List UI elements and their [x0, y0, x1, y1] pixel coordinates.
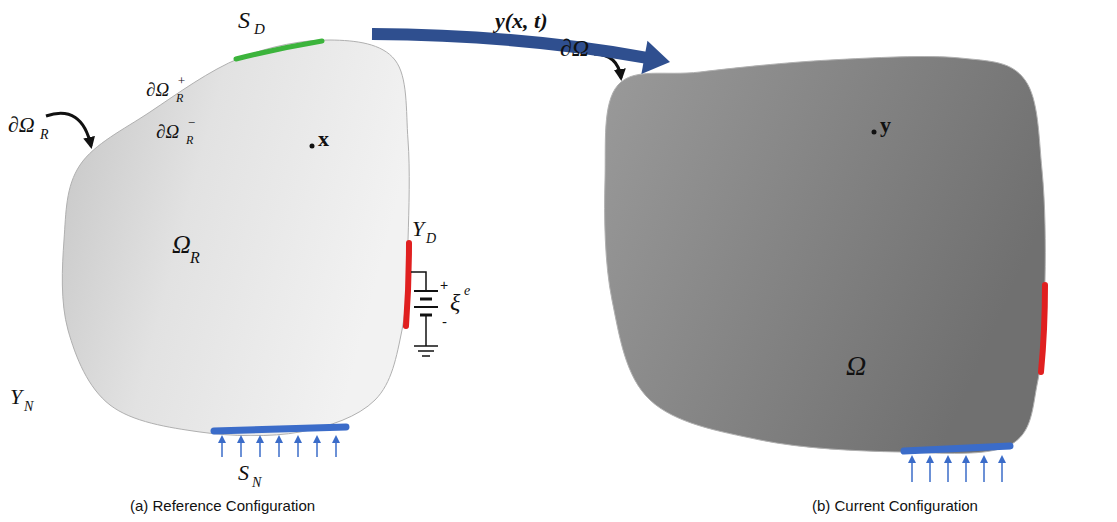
mapping-curve	[372, 34, 648, 58]
body-outline	[60, 34, 412, 436]
boundary-name: ∂Ω	[560, 36, 589, 60]
neumann-boundary	[904, 446, 1010, 451]
traction-arrow	[240, 437, 242, 457]
body-shape	[605, 57, 1046, 454]
domain-symbol: Ω	[846, 352, 866, 380]
reference-body: ΩR	[60, 34, 412, 436]
figure-caption: (b) Current Configuration	[812, 498, 978, 513]
domain-symbol: Ω	[172, 232, 191, 258]
boundary-name: S	[238, 8, 250, 32]
subscript: D	[254, 22, 265, 37]
battery-plate	[414, 306, 438, 308]
neumann-boundary	[214, 427, 346, 431]
traction-arrow	[221, 437, 223, 457]
traction-arrow	[983, 457, 985, 482]
body-shape	[62, 40, 409, 436]
electrode	[406, 243, 409, 326]
traction-arrow	[335, 437, 337, 457]
edge-label: y(x, t)	[492, 10, 551, 32]
subscript: R	[40, 128, 49, 142]
boundary-name: S	[238, 462, 249, 484]
traction-arrow	[929, 457, 931, 482]
current-body: Ω	[600, 52, 1050, 456]
traction-arrow	[297, 437, 299, 457]
body-outline	[600, 52, 1050, 456]
superscript: −	[187, 116, 196, 129]
superscript: e	[464, 284, 470, 298]
ground-symbol	[418, 350, 434, 352]
material-point	[872, 130, 877, 135]
boundary-name: Υ	[412, 218, 424, 240]
arrow-head	[641, 41, 670, 74]
pointer-arrow	[46, 113, 91, 146]
voltage-symbol: ξ	[450, 290, 460, 314]
polarity-sign: -	[442, 314, 447, 329]
polarity-sign: +	[440, 278, 448, 292]
ground-symbol	[414, 345, 438, 347]
point-label: y	[880, 114, 891, 136]
traction-arrow	[911, 457, 913, 482]
subscript: D	[426, 232, 436, 246]
figure-caption: (a) Reference Configuration	[130, 498, 315, 513]
traction-arrow	[278, 437, 280, 457]
traction-arrow	[947, 457, 949, 482]
subscript: R	[190, 250, 200, 266]
subscript: R	[176, 92, 183, 104]
boundary-name: ∂Ω	[8, 114, 35, 136]
subscript: N	[252, 476, 261, 490]
boundary-name: Υ	[10, 386, 22, 408]
subscript: R	[186, 134, 193, 146]
ground-symbol	[422, 355, 430, 357]
traction-arrow	[316, 437, 318, 457]
material-point	[310, 144, 315, 149]
superscript: +	[177, 74, 186, 87]
subscript: N	[24, 400, 33, 414]
battery-plate	[414, 290, 438, 292]
boundary-name: ∂Ω	[156, 122, 179, 141]
wire	[411, 272, 426, 290]
mapping-arrow	[372, 34, 670, 74]
traction-arrow	[259, 437, 261, 457]
traction-arrow	[965, 457, 967, 482]
dirichlet-boundary	[236, 41, 322, 59]
wire	[425, 316, 427, 346]
electrode	[1041, 285, 1045, 372]
traction-arrow	[1001, 457, 1003, 482]
battery-plate	[420, 298, 432, 301]
boundary-name: ∂Ω	[146, 80, 169, 99]
point-label: x	[318, 128, 329, 150]
